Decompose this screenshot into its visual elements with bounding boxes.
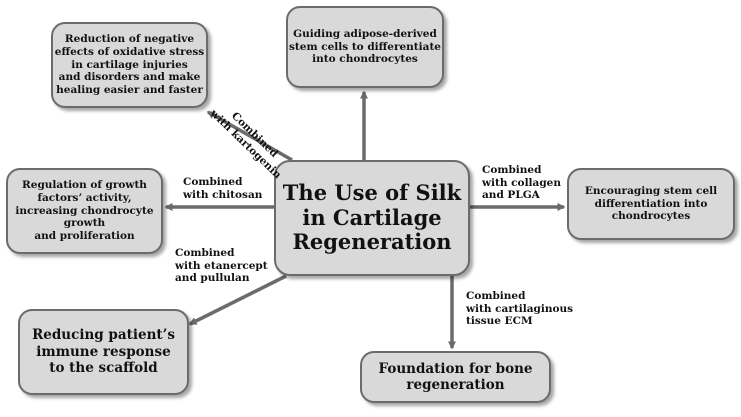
outcome-box-adipose-stem-cells: Guiding adipose-derived stem cells to di… <box>286 6 444 88</box>
outcome-text-oxidative-stress: Reduction of negative effects of oxidati… <box>54 33 205 97</box>
label-cartilaginous-ecm: Combined with cartilaginous tissue ECM <box>466 290 574 328</box>
arrow-to-top-left <box>206 110 293 162</box>
outcome-text-bone-regeneration: Foundation for bone regeneration <box>378 360 533 393</box>
outcome-text-growth-factors: Regulation of growth factors’ activity, … <box>15 179 154 243</box>
outcome-text-adipose-stem-cells: Guiding adipose-derived stem cells to di… <box>289 27 441 66</box>
central-topic-title: The Use of Silk in Cartilage Regeneratio… <box>282 179 462 255</box>
outcome-box-bone-regeneration: Foundation for bone regeneration <box>360 351 551 403</box>
outcome-box-stem-cell-differentiation: Encouraging stem cell differentiation in… <box>567 168 735 240</box>
outcome-text-immune-response: Reducing patient’s immune response to th… <box>32 327 175 377</box>
outcome-box-growth-factors: Regulation of growth factors’ activity, … <box>6 168 163 254</box>
label-etanercept-pullulan: Combined with etanercept and pullulan <box>175 247 268 285</box>
label-chitosan: Combined with chitosan <box>183 176 263 201</box>
outcome-box-immune-response: Reducing patient’s immune response to th… <box>18 309 189 395</box>
arrow-to-bottom-left <box>188 274 287 326</box>
central-topic-box: The Use of Silk in Cartilage Regeneratio… <box>274 160 470 276</box>
outcome-text-stem-cell-differentiation: Encouraging stem cell differentiation in… <box>584 184 718 223</box>
label-collagen-plga: Combined with collagen and PLGA <box>482 164 562 202</box>
outcome-box-oxidative-stress: Reduction of negative effects of oxidati… <box>51 22 208 108</box>
